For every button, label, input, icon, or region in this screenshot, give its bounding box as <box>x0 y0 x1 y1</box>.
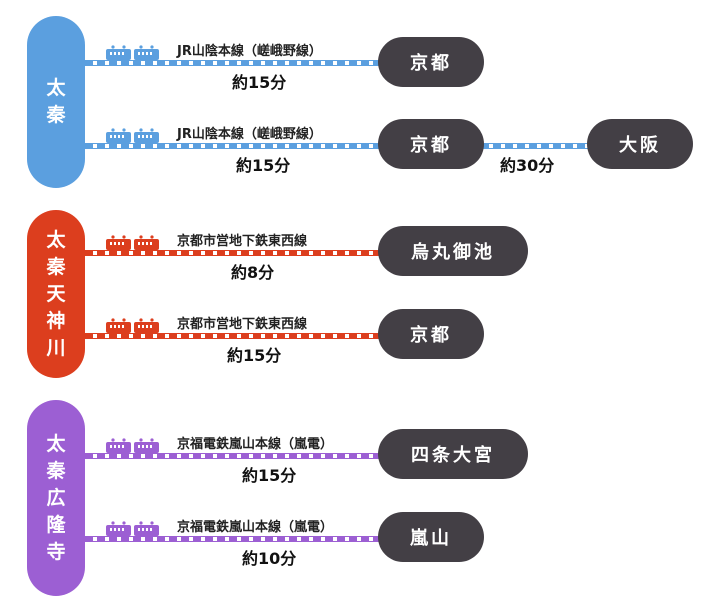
track-line <box>85 250 385 256</box>
train-icon <box>106 318 159 333</box>
destination-kyoto[interactable]: 京都 <box>378 37 484 87</box>
duration-to-osaka: 約30分 <box>500 156 555 175</box>
duration: 約10分 <box>242 549 297 568</box>
track-line <box>85 60 385 66</box>
origin-char: 太 <box>46 228 66 251</box>
destination-arashiyama[interactable]: 嵐山 <box>378 512 484 562</box>
origin-char: 寺 <box>46 540 66 563</box>
destination-osaka[interactable]: 大阪 <box>587 119 693 169</box>
origin-char: 太 <box>46 432 66 455</box>
origin-char: 秦 <box>46 459 66 482</box>
train-icon <box>106 521 159 536</box>
route-row: 京都市営地下鉄東西線 約15分 <box>85 313 385 365</box>
line-name: 京福電鉄嵐山本線（嵐電） <box>177 520 334 535</box>
duration: 約8分 <box>231 263 275 282</box>
duration: 約15分 <box>236 156 291 175</box>
route-row: 京都市営地下鉄東西線 約8分 <box>85 230 385 282</box>
destination-kyoto[interactable]: 京都 <box>378 309 484 359</box>
train-icon <box>106 128 159 143</box>
track-line <box>85 333 385 339</box>
origin-char: 広 <box>46 486 66 509</box>
origin-char: 太 <box>46 77 66 99</box>
train-icon <box>106 45 159 60</box>
route-row: 京福電鉄嵐山本線（嵐電） 約10分 <box>85 516 385 568</box>
train-icon <box>106 438 159 453</box>
line-name: 京福電鉄嵐山本線（嵐電） <box>177 437 334 452</box>
duration: 約15分 <box>242 466 297 485</box>
origin-uzumasa-koryuji: 太 秦 広 隆 寺 <box>27 400 85 596</box>
origin-char: 川 <box>46 336 66 359</box>
line-name: JR山陰本線（嵯峨野線） <box>177 44 322 59</box>
duration: 約15分 <box>227 346 282 365</box>
destination-kyoto[interactable]: 京都 <box>378 119 484 169</box>
route-row: 京福電鉄嵐山本線（嵐電） 約15分 <box>85 433 385 485</box>
route-row: JR山陰本線（嵯峨野線） 約15分 <box>85 40 385 92</box>
line-name: JR山陰本線（嵯峨野線） <box>177 127 322 142</box>
origin-char: 隆 <box>46 513 66 536</box>
line-name: 京都市営地下鉄東西線 <box>177 317 308 332</box>
track-line <box>85 453 385 459</box>
track-line <box>85 536 385 542</box>
origin-char: 神 <box>46 309 66 332</box>
route-row: JR山陰本線（嵯峨野線） 約15分 約30分 <box>85 123 595 175</box>
track-line <box>85 143 595 149</box>
line-name: 京都市営地下鉄東西線 <box>177 234 308 249</box>
origin-char: 天 <box>46 282 66 305</box>
train-icon <box>106 235 159 250</box>
destination-karasuma-oike[interactable]: 烏丸御池 <box>378 226 528 276</box>
origin-char: 秦 <box>46 255 66 278</box>
origin-uzumasa-tenjingawa: 太 秦 天 神 川 <box>27 210 85 378</box>
destination-shijo-omiya[interactable]: 四条大宮 <box>378 429 528 479</box>
origin-uzumasa: 太 秦 <box>27 16 85 188</box>
origin-char: 秦 <box>46 104 66 126</box>
duration: 約15分 <box>232 73 287 92</box>
